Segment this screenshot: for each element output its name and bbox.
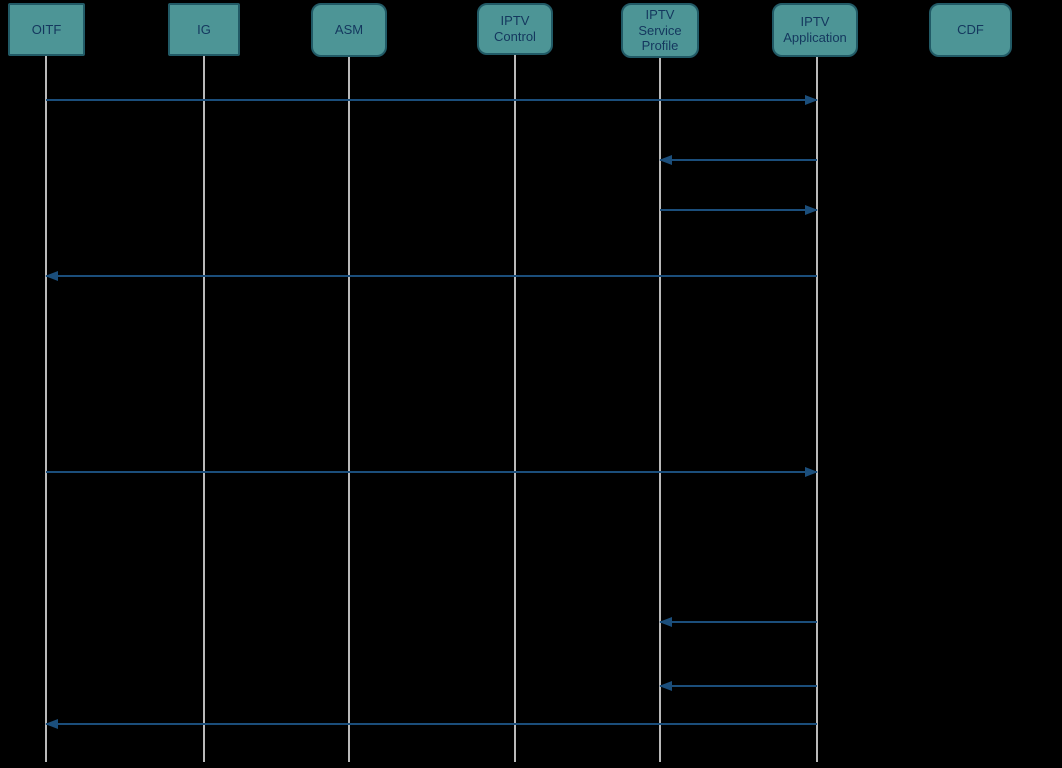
message-arrow-iptv-application-to-iptv-service-profile [659,155,817,165]
actor-label-iptv-control: IPTV Control [494,13,536,44]
arrowhead-icon [805,205,818,215]
actor-box-ig: IG [168,3,240,56]
message-arrow-iptv-service-profile-to-iptv-application [660,205,818,215]
arrowhead-icon [659,155,672,165]
actor-box-iptv-application: IPTV Application [772,3,858,57]
message-arrow-iptv-application-to-iptv-service-profile [659,681,817,691]
arrowhead-icon [659,617,672,627]
actor-box-cdf: CDF [929,3,1012,57]
actor-box-iptv-control: IPTV Control [477,3,553,55]
arrowhead-icon [45,271,58,281]
message-arrow-oitf-to-iptv-application [46,467,818,477]
actor-box-oitf: OITF [8,3,85,56]
lifeline-ig [203,56,205,762]
lifeline-oitf [45,56,47,762]
message-arrow-iptv-application-to-iptv-service-profile [659,617,817,627]
actor-label-oitf: OITF [31,21,62,37]
arrowhead-icon [805,467,818,477]
actor-label-cdf: CDF [957,22,984,38]
actor-box-iptv-service-profile: IPTV Service Profile [621,3,699,58]
actor-label-ig: IG [197,21,211,37]
actor-label-iptv-service-profile: IPTV Service Profile [638,6,682,54]
lifeline-iptv-service-profile [659,58,661,762]
lifeline-asm [348,57,350,762]
actor-box-asm: ASM [311,3,387,57]
message-arrow-iptv-application-to-oitf [45,719,817,729]
message-arrow-oitf-to-iptv-application [46,95,818,105]
arrowhead-icon [45,719,58,729]
lifeline-iptv-control [514,55,516,762]
actor-label-iptv-application: IPTV Application [783,14,847,45]
arrowhead-icon [805,95,818,105]
lifeline-iptv-application [816,57,818,762]
arrowhead-icon [659,681,672,691]
actor-label-asm: ASM [334,22,364,38]
message-arrow-iptv-application-to-oitf [45,271,817,281]
